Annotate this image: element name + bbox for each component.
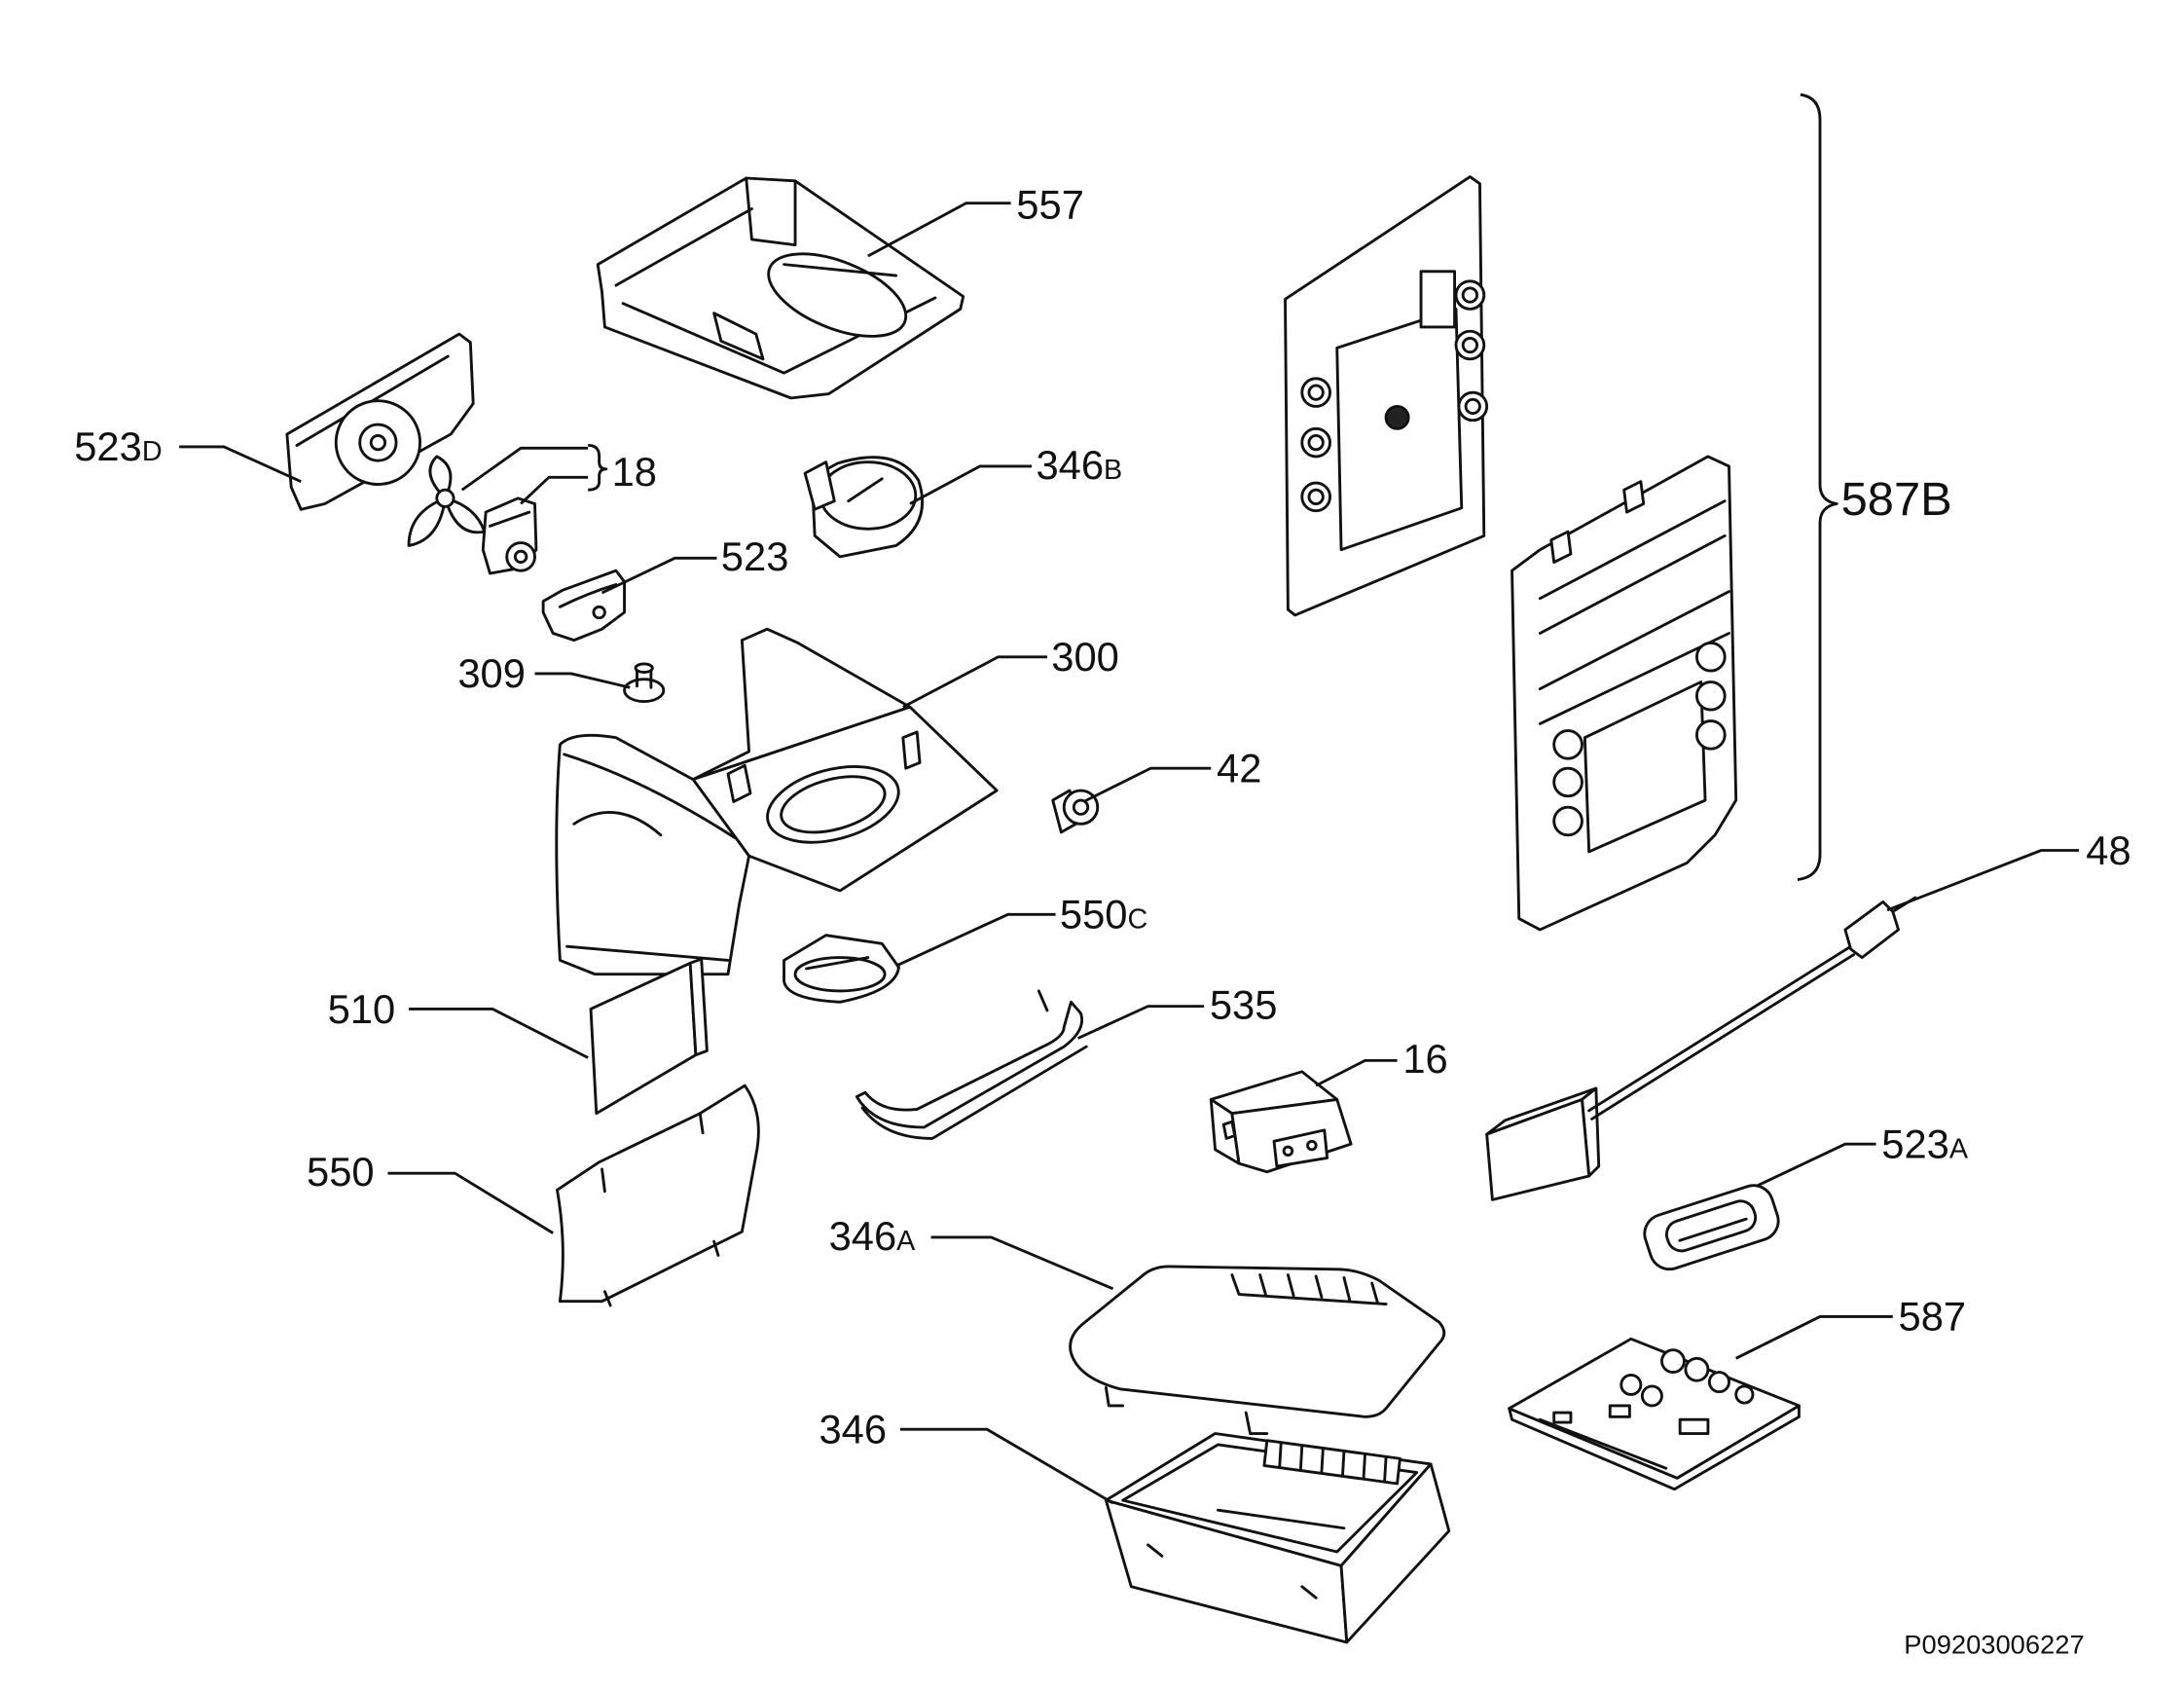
callout-42: 42: [1217, 746, 1261, 791]
callout-suffix: B: [1104, 455, 1122, 486]
callout-number: 300: [1051, 634, 1119, 680]
part-535-bar: [855, 989, 1088, 1140]
callout-510: 510: [328, 986, 396, 1032]
callout-346b: 346B: [1036, 442, 1122, 488]
part-550-front-panel: [556, 1084, 760, 1307]
leader-550: [387, 1171, 554, 1234]
part-16-socket: [1209, 1070, 1353, 1174]
callout-number: 535: [1210, 982, 1278, 1028]
callout-suffix: C: [1128, 904, 1148, 936]
callout-number: 346: [1036, 442, 1104, 488]
callout-number: 18: [612, 449, 657, 495]
leader-587: [1735, 1315, 1893, 1360]
callout-346: 346: [819, 1407, 888, 1452]
part-587-power-board: [1508, 1337, 1801, 1491]
part-523d-fan-housing: [285, 332, 475, 511]
callout-number: 510: [328, 986, 396, 1032]
callout-number: 42: [1217, 746, 1261, 791]
callout-309: 309: [457, 650, 526, 696]
part-18-fan-blade: [407, 455, 487, 547]
callout-523: 523: [721, 533, 789, 579]
part-300-housing: [555, 627, 999, 976]
leader-48: [1886, 849, 2080, 912]
callout-number: 550: [307, 1149, 375, 1195]
callout-535: 535: [1210, 982, 1278, 1028]
callout-number: 523: [74, 423, 142, 469]
callout-number: 587: [1899, 1294, 1967, 1340]
leader-550c: [895, 912, 1056, 968]
leader-346: [899, 1427, 1114, 1505]
callout-labels: 557 523D 18 346B 523 309 300 42 550C 510…: [74, 182, 2130, 1452]
leader-523d: [179, 445, 302, 483]
callout-300: 300: [1051, 634, 1119, 680]
callout-550: 550: [307, 1149, 375, 1195]
callout-number: 523: [721, 533, 789, 579]
callout-number: 523: [1881, 1121, 1949, 1167]
callout-suffix: A: [1949, 1134, 1969, 1165]
part-346b-cap: [803, 456, 925, 559]
callout-number: 309: [457, 650, 526, 696]
leader-346a: [930, 1235, 1114, 1291]
callout-number: 550: [1060, 892, 1128, 937]
leader-18-blade: [460, 446, 589, 492]
callout-number: 557: [1016, 182, 1084, 228]
leader-346b: [909, 464, 1033, 505]
leader-510: [409, 1008, 589, 1059]
leader-300: [902, 655, 1047, 709]
callout-number: 587B: [1841, 473, 1952, 526]
callout-number: 16: [1402, 1036, 1447, 1082]
leader-557: [867, 202, 1011, 258]
callout-number: 346: [829, 1213, 897, 1259]
part-346a-lid: [1069, 1265, 1446, 1435]
callout-16: 16: [1402, 1036, 1447, 1082]
callout-suffix: D: [142, 436, 163, 467]
callout-523d: 523D: [74, 423, 162, 469]
callout-550c: 550C: [1060, 892, 1147, 937]
part-510-pad: [589, 957, 709, 1116]
leader-523: [601, 556, 717, 595]
part-48-sensor: [1485, 896, 1917, 1201]
brace-18: [588, 444, 608, 492]
part-550c-ring: [783, 934, 900, 1004]
callout-number: 48: [2086, 827, 2130, 873]
callout-557: 557: [1016, 182, 1084, 228]
part-523a-handle: [1643, 1184, 1780, 1271]
leader-lines: [179, 202, 2080, 1505]
callout-18: 18: [612, 449, 657, 495]
part-346-box: [1104, 1432, 1451, 1644]
part-18-fan-motor: [481, 496, 538, 575]
leader-18-motor: [520, 475, 589, 505]
part-587b-control-board: [1284, 175, 1489, 617]
callout-48: 48: [2086, 827, 2130, 873]
callout-number: 346: [819, 1407, 888, 1452]
part-557-tray: [596, 176, 965, 400]
drawing-code: P09203006227: [1904, 1629, 2084, 1659]
group-brace-587b: [1797, 92, 1838, 881]
part-523-bracket: [541, 569, 626, 643]
leader-16: [1315, 1058, 1398, 1087]
callout-suffix: A: [896, 1226, 916, 1257]
part-309-knob: [623, 662, 666, 703]
callout-523a: 523A: [1881, 1121, 1969, 1167]
leader-523a: [1756, 1142, 1876, 1188]
callout-587b: 587B: [1841, 473, 1952, 526]
callout-346a: 346A: [829, 1213, 917, 1259]
leader-535: [1077, 1005, 1205, 1040]
part-587b-frame: [1511, 455, 1738, 932]
leader-309: [534, 672, 631, 689]
leader-42: [1082, 766, 1212, 803]
callout-587: 587: [1899, 1294, 1967, 1340]
